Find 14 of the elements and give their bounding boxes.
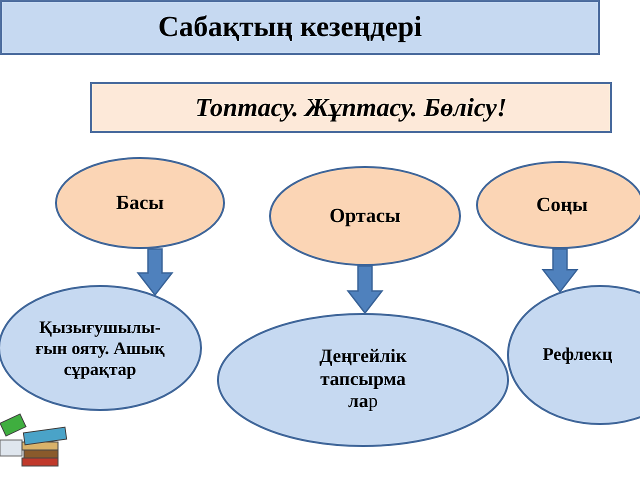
stage-label: Ортасы bbox=[330, 204, 400, 228]
stage-label: Басы bbox=[116, 191, 164, 215]
block-arrow bbox=[136, 248, 174, 296]
block-arrow bbox=[346, 265, 384, 314]
stage-label: Қызығушылы- ғын ояту. Ашық сұрақтар bbox=[34, 316, 166, 380]
stage-ellipse bbox=[55, 157, 225, 249]
stage-label: Соңы bbox=[536, 193, 588, 217]
stage-ellipse bbox=[269, 166, 461, 266]
title: Сабақтың кезеңдері bbox=[158, 11, 422, 44]
subtitle-box bbox=[90, 82, 612, 133]
block-arrow bbox=[541, 248, 579, 294]
subtitle: Топтасу. Жұптасу. Бөлісу! bbox=[195, 92, 507, 124]
stage-label: Деңгейлік тапсырма лар bbox=[318, 346, 408, 414]
stage-label: Рефлекц bbox=[542, 344, 612, 366]
